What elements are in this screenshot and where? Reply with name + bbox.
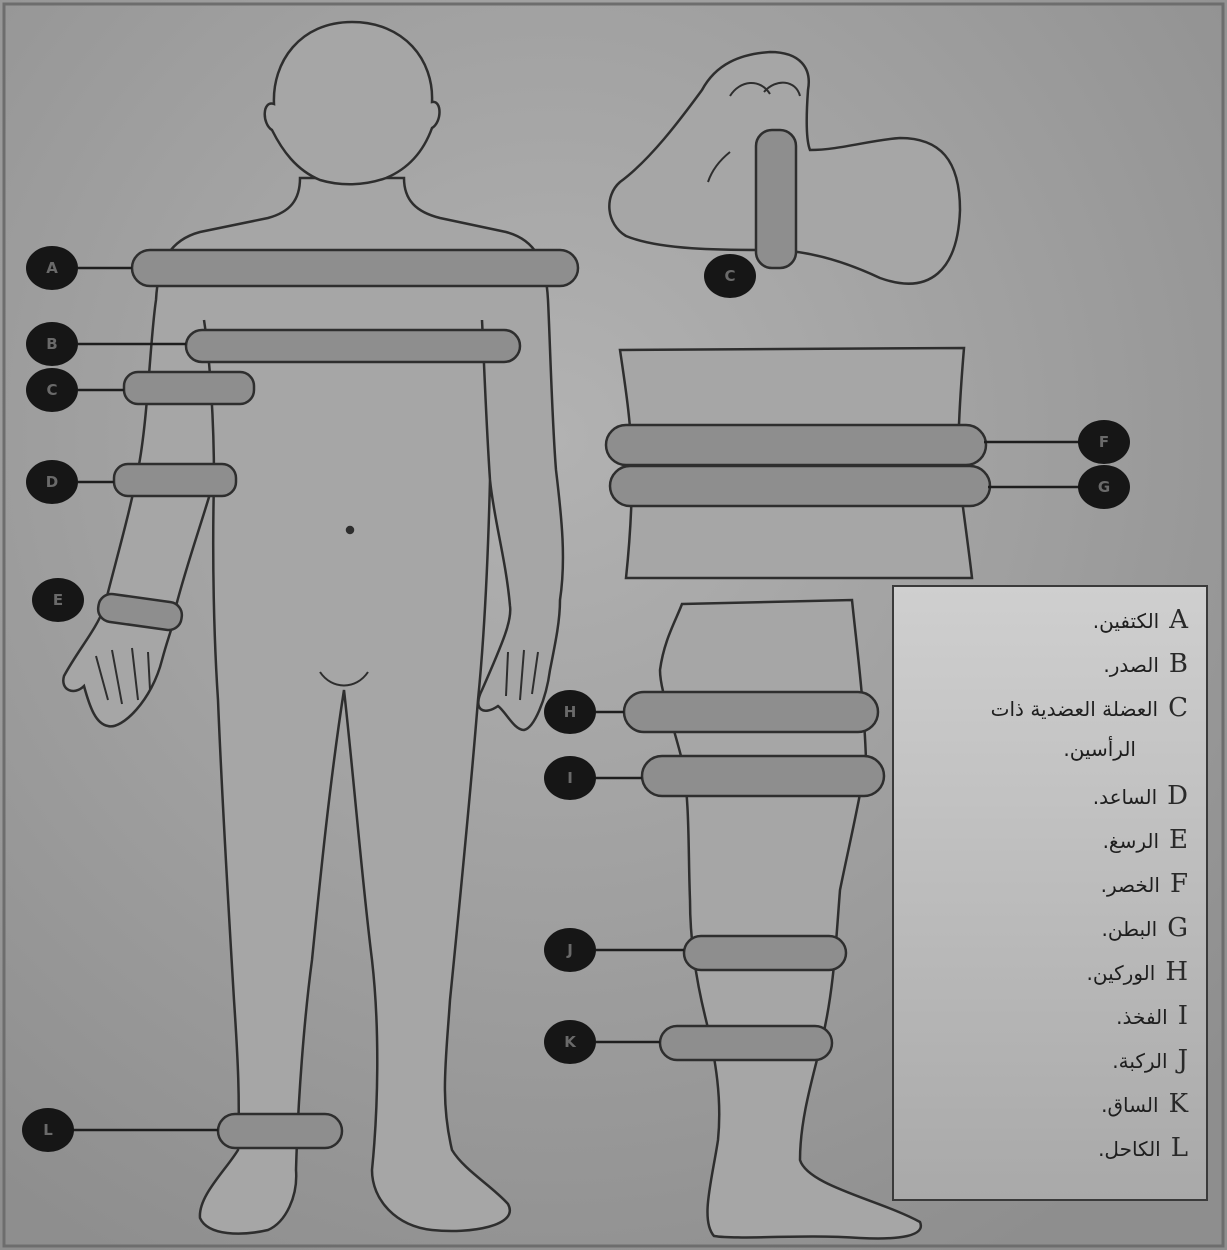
marker-B: B <box>26 322 78 366</box>
marker-F: F <box>1078 420 1130 464</box>
band-forearm <box>114 464 236 496</box>
band-hips <box>624 692 878 732</box>
svg-text:F: F <box>1099 433 1109 451</box>
marker-J: J <box>544 928 596 972</box>
biceps-band <box>756 130 796 268</box>
marker-C-arm: C <box>704 254 756 298</box>
svg-text:E: E <box>53 591 63 609</box>
marker-C: C <box>26 368 78 412</box>
band-abdomen <box>610 466 990 506</box>
marker-K: K <box>544 1020 596 1064</box>
marker-A: A <box>26 246 78 290</box>
band-calf <box>660 1026 832 1060</box>
marker-L: L <box>22 1108 74 1152</box>
svg-text:L: L <box>43 1121 53 1139</box>
band-knee <box>684 936 846 970</box>
band-thigh <box>642 756 884 796</box>
marker-E: E <box>32 578 84 622</box>
svg-text:A: A <box>46 259 58 277</box>
svg-text:C: C <box>724 267 735 285</box>
svg-text:B: B <box>46 335 57 353</box>
svg-text:D: D <box>46 473 58 491</box>
marker-G: G <box>1078 465 1130 509</box>
band-shoulders <box>132 250 578 286</box>
marker-I: I <box>544 756 596 800</box>
legend-item-C-cont: الرأسين. <box>1063 737 1136 761</box>
svg-text:I: I <box>567 769 573 787</box>
band-ankle <box>218 1114 342 1148</box>
band-waist <box>606 425 986 465</box>
svg-text:G: G <box>1098 478 1110 496</box>
svg-text:H: H <box>564 703 577 721</box>
band-biceps <box>124 372 254 404</box>
band-chest <box>186 330 520 362</box>
svg-text:J: J <box>566 941 573 959</box>
navel <box>347 527 353 533</box>
marker-D: D <box>26 460 78 504</box>
svg-text:C: C <box>46 381 57 399</box>
marker-H: H <box>544 690 596 734</box>
svg-text:K: K <box>564 1033 577 1051</box>
